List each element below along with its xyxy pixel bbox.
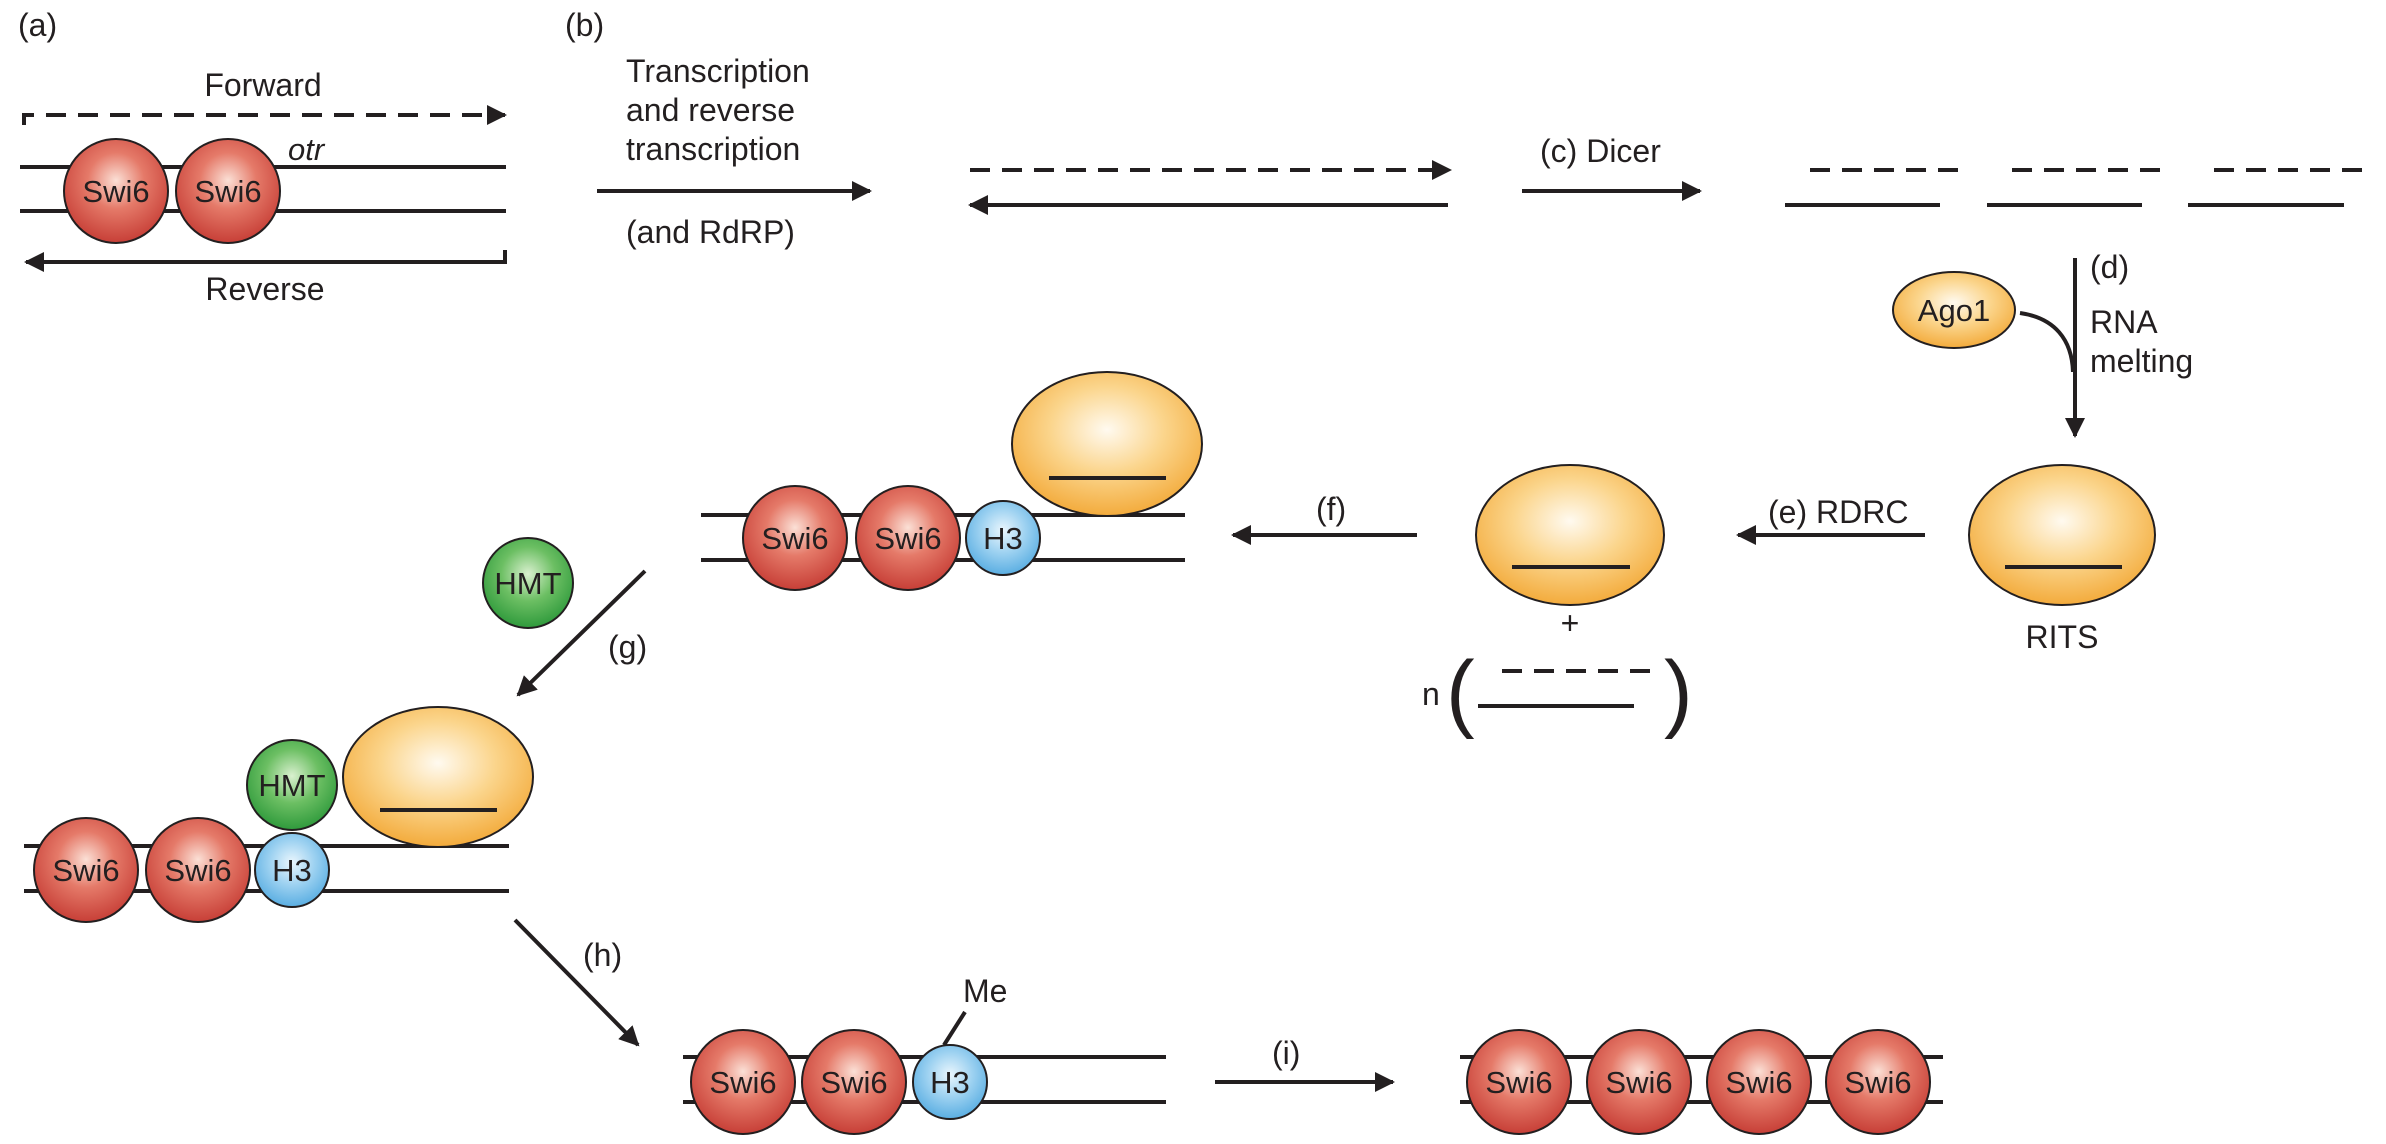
- step-d: (d) RNA melting Ago1: [1892, 249, 2193, 438]
- panel-a-label: (a): [18, 7, 57, 43]
- svg-text:HMT: HMT: [494, 566, 561, 601]
- rits-label: RITS: [2026, 619, 2099, 655]
- swi6-protein: Swi6: [690, 1029, 796, 1135]
- transcription-label-3: transcription: [626, 131, 800, 167]
- reverse-transcript: [24, 250, 507, 272]
- svg-text:Swi6: Swi6: [1605, 1065, 1672, 1100]
- swi6-protein: Swi6: [1466, 1029, 1572, 1135]
- svg-text:Swi6: Swi6: [761, 521, 828, 556]
- swi6-protein: Swi6: [742, 485, 848, 591]
- step-h-label: (h): [583, 937, 622, 973]
- hmt-enzyme: HMT: [246, 739, 338, 831]
- step-e: (e) RDRC + n ( ): [1422, 464, 1925, 740]
- step-f-label: (f): [1316, 491, 1346, 527]
- transcription-label-2: and reverse: [626, 92, 795, 128]
- reverse-label: Reverse: [205, 271, 324, 307]
- dicer-label: (c) Dicer: [1540, 133, 1661, 169]
- swi6-protein: Swi6: [63, 138, 169, 244]
- rdrc-label: (e) RDRC: [1768, 494, 1908, 530]
- swi6-protein: Swi6: [1825, 1029, 1931, 1135]
- svg-text:Swi6: Swi6: [820, 1065, 887, 1100]
- svg-text:Ago1: Ago1: [1918, 293, 1990, 328]
- step-g-label: (g): [608, 629, 647, 665]
- h3-histone: H3: [912, 1044, 988, 1120]
- svg-text:Swi6: Swi6: [52, 853, 119, 888]
- ago1-protein: Ago1: [1892, 271, 2016, 349]
- melting-label: melting: [2090, 343, 2193, 379]
- n-multiplier: n: [1422, 676, 1440, 712]
- svg-text:H3: H3: [272, 853, 312, 888]
- panel-b-label: (b): [565, 7, 604, 43]
- step-h-arrow: [513, 918, 640, 1047]
- rits-complex: [1968, 464, 2156, 606]
- svg-text:H3: H3: [983, 521, 1023, 556]
- rits-complex: [342, 706, 534, 848]
- rdrp-label: (and RdRP): [626, 214, 795, 250]
- swi6-protein: Swi6: [1586, 1029, 1692, 1135]
- swi6-protein: Swi6: [1706, 1029, 1812, 1135]
- swi6-protein: Swi6: [801, 1029, 907, 1135]
- swi6-protein: Swi6: [33, 817, 139, 923]
- step-i-label: (i): [1272, 1035, 1300, 1071]
- panel-b: Transcription and reverse transcription …: [597, 53, 1452, 250]
- methyl-mark-label: Me: [963, 973, 1007, 1009]
- svg-text:Swi6: Swi6: [164, 853, 231, 888]
- rits-complex: [1011, 371, 1203, 517]
- close-paren: ): [1664, 644, 1693, 740]
- svg-text:Swi6: Swi6: [194, 174, 261, 209]
- swi6-protein: Swi6: [855, 485, 961, 591]
- swi6-protein: Swi6: [145, 817, 251, 923]
- plus-sign: +: [1561, 605, 1580, 641]
- step-i: (i) Swi6 Swi6 Swi6 Swi6: [1215, 1029, 1943, 1135]
- step-f: (f) Swi6 Swi6 H3: [701, 371, 1417, 591]
- svg-text:Swi6: Swi6: [874, 521, 941, 556]
- step-d-label: (d): [2090, 249, 2129, 285]
- transcription-label-1: Transcription: [626, 53, 810, 89]
- ago1-loading-curve: [2019, 311, 2075, 373]
- svg-text:H3: H3: [930, 1065, 970, 1100]
- svg-text:Swi6: Swi6: [1844, 1065, 1911, 1100]
- open-paren: (: [1446, 644, 1475, 740]
- hmt-enzyme: HMT: [482, 537, 574, 629]
- svg-text:Swi6: Swi6: [1485, 1065, 1552, 1100]
- rits-complex: [1475, 464, 1665, 606]
- step-h: (h) Me Swi6 Swi6 H3: [513, 918, 1166, 1135]
- svg-text:Swi6: Swi6: [1725, 1065, 1792, 1100]
- h3-histone: H3: [965, 500, 1041, 576]
- svg-text:Swi6: Swi6: [709, 1065, 776, 1100]
- rna-label: RNA: [2090, 304, 2158, 340]
- otr-locus-label: otr: [288, 132, 326, 167]
- methyl-mark-line: [942, 1010, 967, 1047]
- panel-a: Forward otr Swi6 Swi6 Reverse: [20, 67, 507, 307]
- step-c: (c) Dicer: [1522, 133, 2366, 207]
- h3-histone: H3: [254, 832, 330, 908]
- forward-transcript: [22, 105, 507, 125]
- forward-label: Forward: [204, 67, 321, 103]
- svg-text:Swi6: Swi6: [82, 174, 149, 209]
- svg-text:HMT: HMT: [258, 768, 325, 803]
- step-g-arrow: [516, 569, 647, 697]
- swi6-protein: Swi6: [175, 138, 281, 244]
- step-g: HMT (g) HMT Swi6 Swi6 H3: [24, 537, 647, 923]
